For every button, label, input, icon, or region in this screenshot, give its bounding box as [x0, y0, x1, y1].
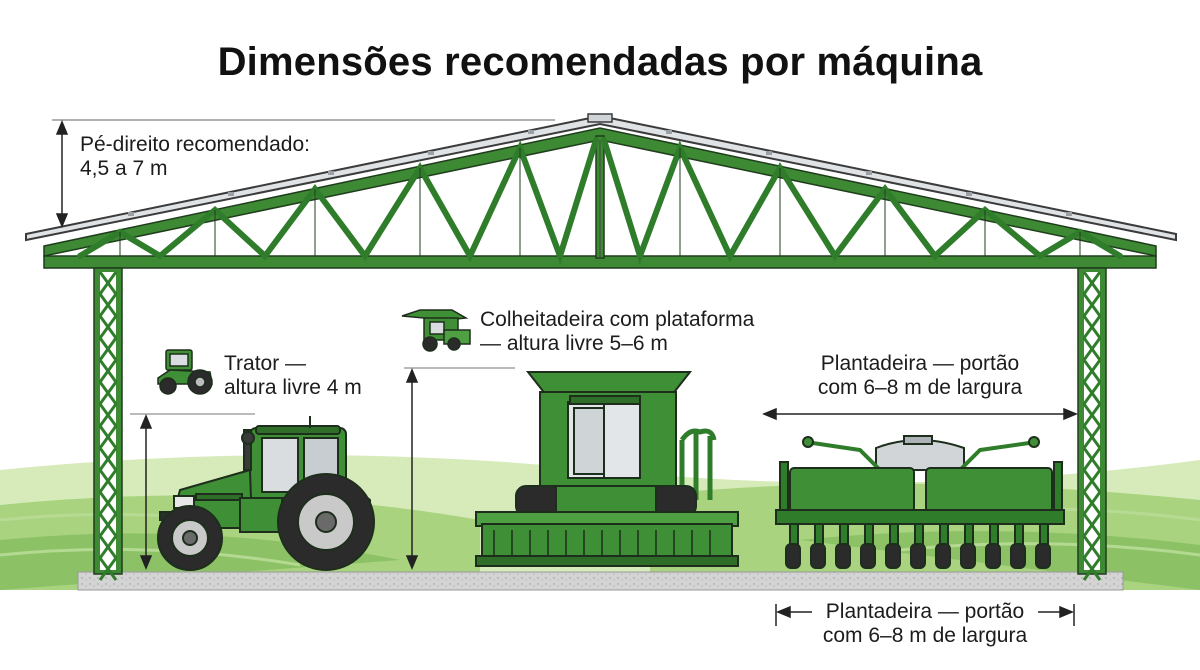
ceiling-height-label: Pé-direito recomendado: 4,5 a 7 m — [80, 133, 310, 181]
column-right — [1077, 267, 1107, 581]
planter-width-dimension-bottom — [775, 604, 1075, 626]
ceiling-height-dimension — [52, 119, 601, 258]
ceiling-height-label-line1: Pé-direito recomendado: — [80, 133, 310, 156]
tractor-height-dimension — [130, 413, 255, 570]
planter-label-bottom-line2: com 6–8 m de largura — [822, 624, 1028, 647]
ceiling-height-label-line2: 4,5 a 7 m — [80, 157, 168, 180]
tractor-label: Trator — altura livre 4 m — [224, 352, 362, 400]
tractor-label-line2: altura livre 4 m — [224, 376, 362, 399]
planter-label-top-line2: com 6–8 m de largura — [817, 376, 1023, 399]
harvester-label-line2: — altura livre 5–6 m — [480, 332, 668, 355]
tractor — [157, 416, 375, 571]
planter-width-dimension-top — [762, 407, 1078, 421]
tractor-label-line1: Trator — — [224, 352, 307, 375]
column-left — [93, 267, 123, 581]
harvester-label: Colheitadeira com plataforma — altura li… — [480, 308, 754, 356]
page-title: Dimensões recomendadas por máquina — [217, 40, 983, 84]
planter-label-top: Plantadeira — portão com 6–8 m de largur… — [790, 352, 1050, 400]
harvester-height-dimension — [404, 367, 515, 570]
seed-planter — [775, 435, 1065, 569]
planter-label-top-line1: Plantadeira — portão — [820, 352, 1020, 375]
planter-label-bottom-line1: Plantadeira — portão — [825, 600, 1025, 623]
harvester-icon — [401, 309, 471, 352]
harvester-label-line1: Colheitadeira com plataforma — [480, 308, 755, 331]
planter-label-bottom: Plantadeira — portão com 6–8 m de largur… — [790, 600, 1060, 648]
concrete-floor — [77, 571, 1124, 591]
tractor-icon — [157, 349, 213, 395]
roof — [25, 113, 1177, 242]
combine-harvester — [475, 371, 739, 567]
